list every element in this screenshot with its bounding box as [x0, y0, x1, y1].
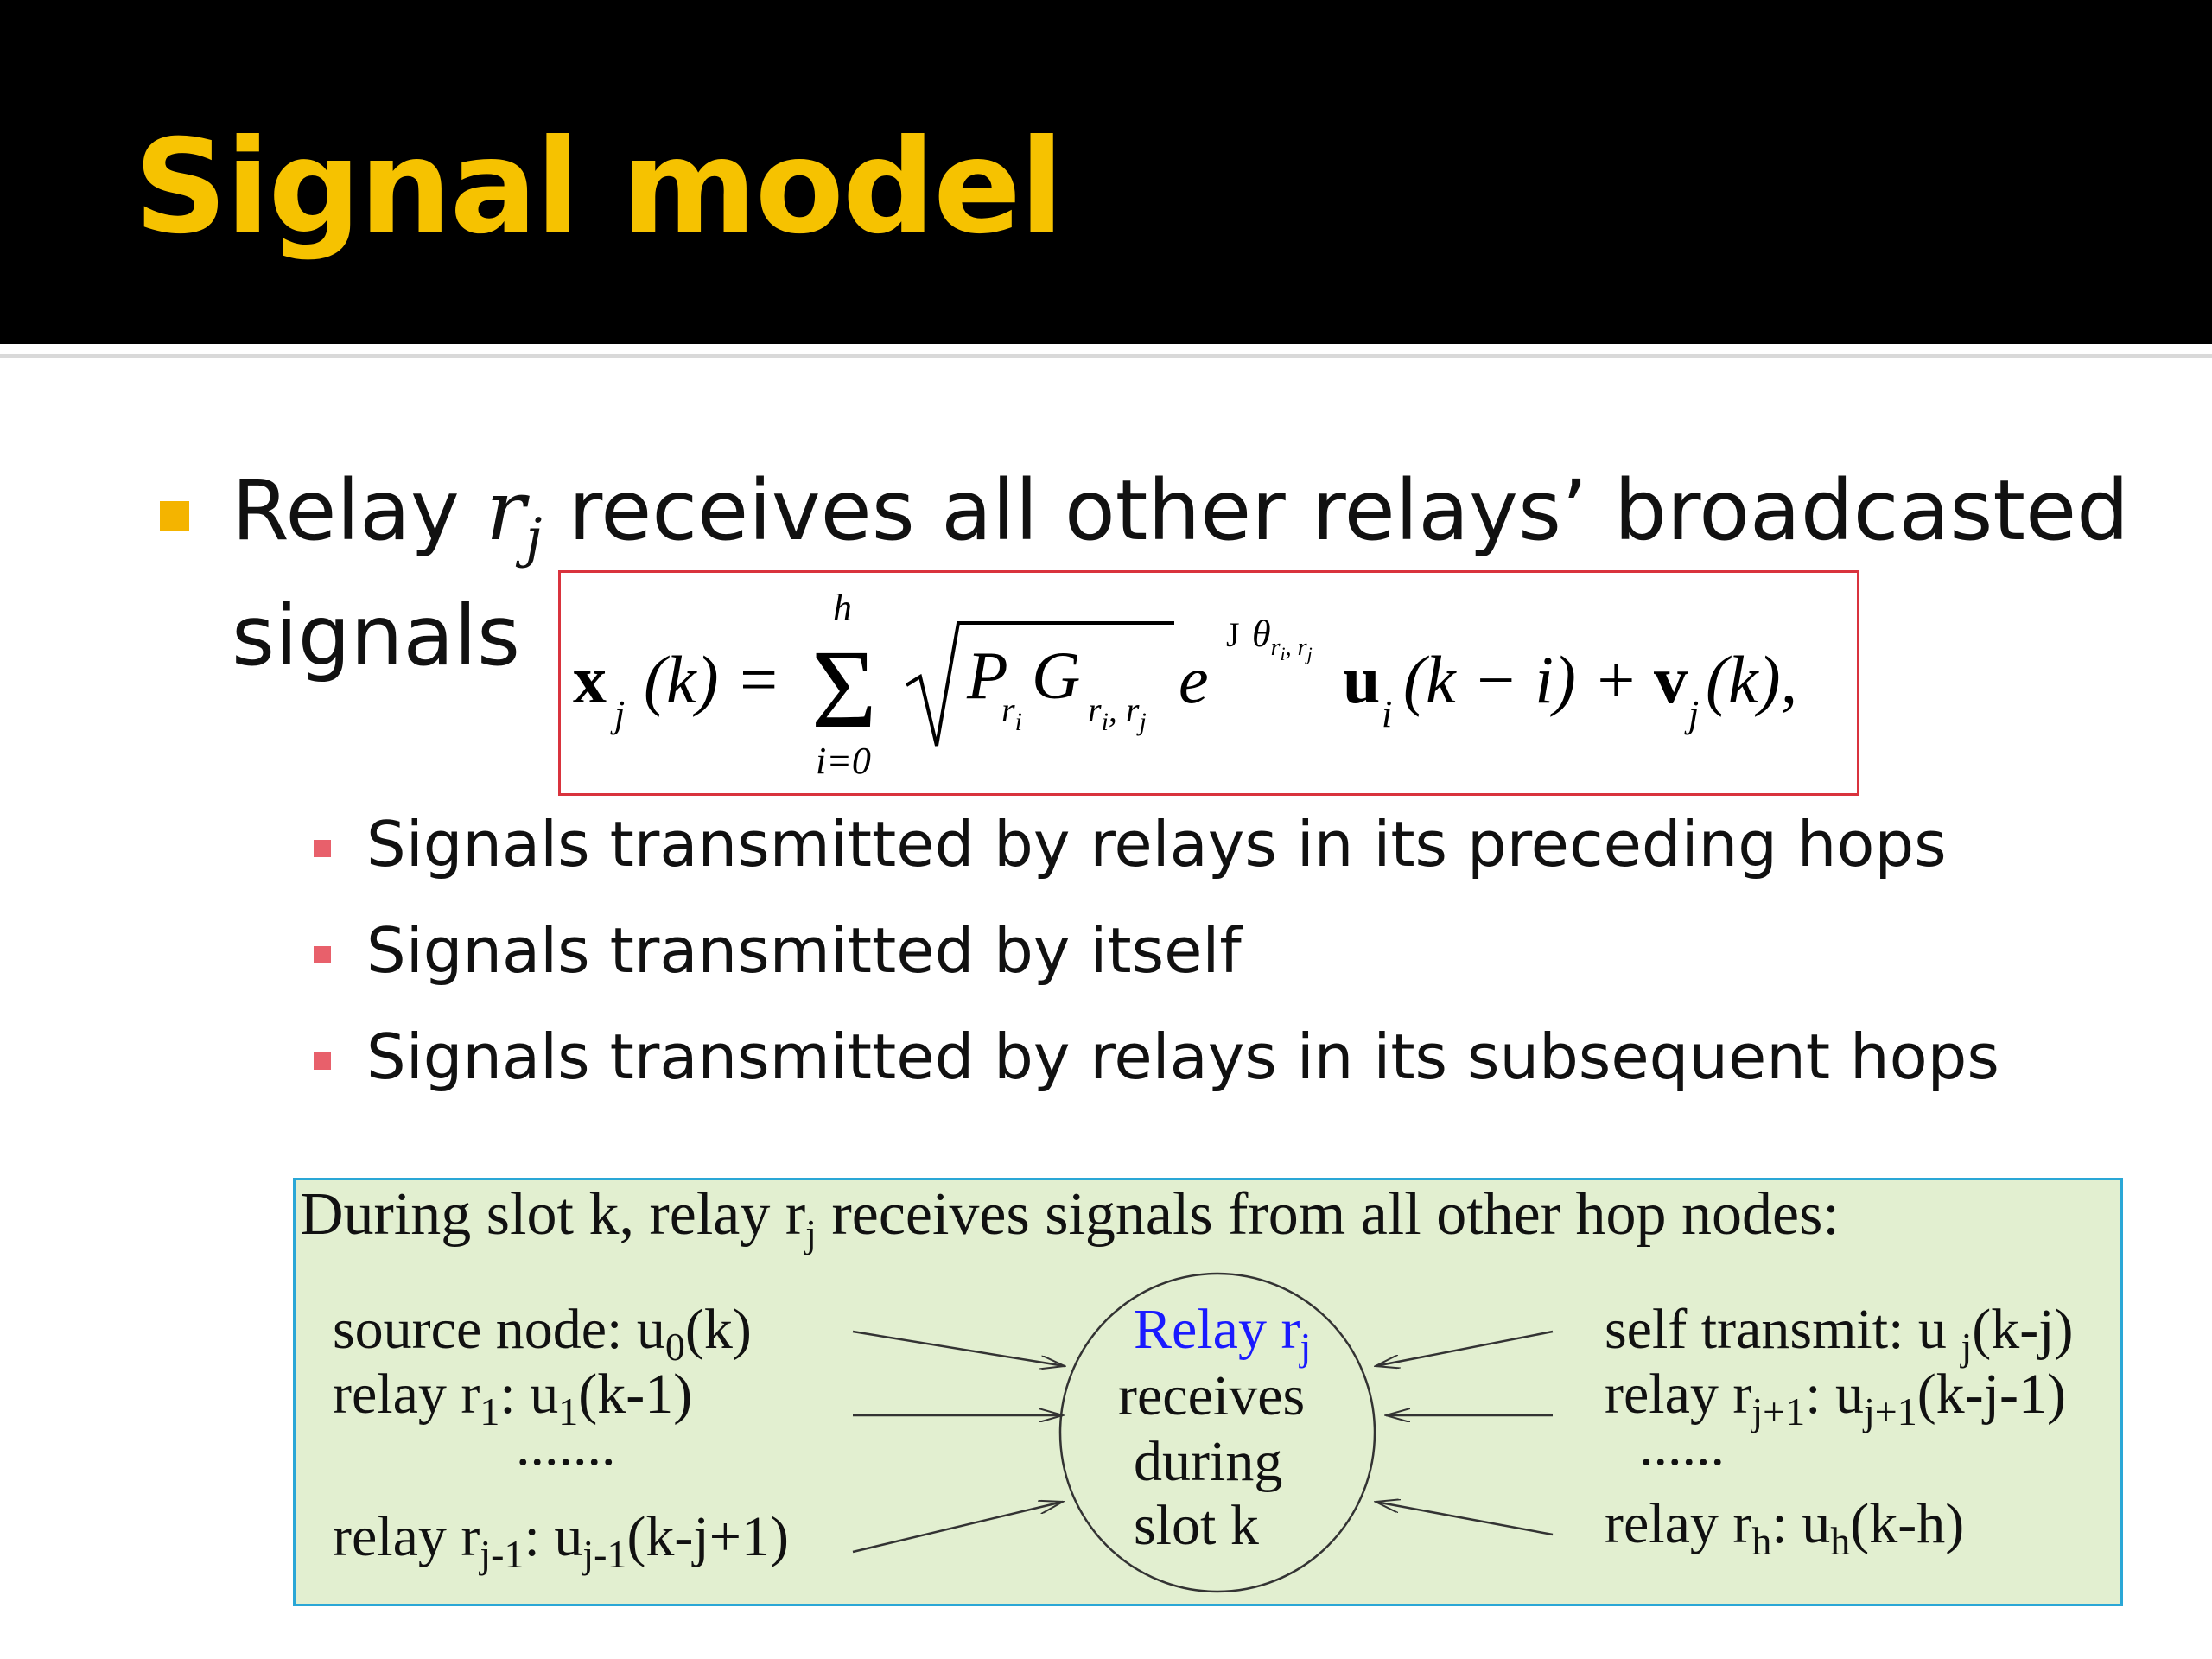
r4-pre: relay r	[1605, 1492, 1752, 1555]
r2-sub2: j+1	[1863, 1389, 1917, 1434]
l4-sub1: j-1	[480, 1532, 524, 1577]
eq-P: P	[966, 638, 1008, 713]
relay-pre: Relay r	[1134, 1298, 1300, 1361]
r4-sub1: h	[1751, 1519, 1772, 1564]
header-sub: j	[805, 1211, 817, 1255]
right-relay-j1: relay rj+1: uj+1(k-j-1)	[1605, 1362, 2066, 1434]
l2-sub2: 1	[558, 1389, 579, 1434]
eq-v: v	[1654, 642, 1688, 717]
diagram-box: During slot k, relay rj receives signals…	[293, 1178, 2123, 1606]
right-relay-h: relay rh: uh(k-h)	[1605, 1491, 1964, 1564]
arrow-left-3	[852, 1502, 1063, 1554]
r4-post: (k-h)	[1850, 1492, 1965, 1555]
r1-post: (k-j)	[1972, 1298, 2074, 1361]
eq-theta: θri, rj	[1252, 613, 1313, 664]
right-dots: ......	[1639, 1414, 1725, 1478]
diagram-header: During slot k, relay rj receives signals…	[300, 1180, 1840, 1256]
bullet-prefix: Relay	[232, 462, 486, 559]
relay-symbol-r: r	[486, 462, 526, 559]
eq-k-arg: (k) =	[644, 642, 781, 717]
center-during: during	[1134, 1430, 1283, 1493]
l2-mid: : u	[499, 1363, 559, 1426]
bullet-suffix: receives all other relays’ broadcasted	[542, 462, 2130, 559]
title-bar	[0, 0, 2212, 344]
r4-sub2: h	[1830, 1519, 1851, 1564]
eq-x-sub: j	[610, 693, 625, 735]
left-relay-j-1: relay rj-1: uj-1(k-j+1)	[333, 1504, 789, 1577]
r2-post: (k-j-1)	[1916, 1363, 2066, 1426]
r1-pre: self transmit: u	[1605, 1298, 1961, 1361]
eq-v-sub: j	[1684, 693, 1699, 735]
l4-pre: relay r	[333, 1505, 480, 1568]
eq-sigma: Σ	[811, 627, 877, 752]
eq-ki: (k − i) +	[1403, 642, 1638, 717]
relay-symbol-j: j	[525, 506, 543, 570]
arrow-left-1	[852, 1330, 1065, 1366]
header-post: receives signals from all other hop node…	[816, 1181, 1840, 1248]
r2-sub1: j+1	[1751, 1389, 1806, 1434]
eq-P-sub: ri	[1001, 690, 1022, 736]
relay-symbol: rj	[486, 462, 542, 569]
sub-bullet-marker-2	[314, 946, 331, 963]
main-bullet-line2: signals	[232, 588, 520, 684]
l1-post: (k)	[684, 1298, 752, 1361]
equation-box: x j (k) = h Σ i=0 P ri G ri, rj e J θri,…	[558, 570, 1859, 796]
slide-title: Signal model	[134, 112, 1064, 263]
sub-bullet-marker-3	[314, 1052, 331, 1070]
bullet-marker	[160, 501, 189, 531]
main-bullet-line1: Relay rj receives all other relays’ broa…	[232, 462, 2129, 569]
right-self-transmit: self transmit: u j(k-j)	[1605, 1297, 2074, 1370]
eq-J: J	[1226, 615, 1240, 654]
l2-post: (k-1)	[578, 1363, 693, 1426]
equation-svg: x j (k) = h Σ i=0 P ri G ri, rj e J θri,…	[573, 587, 1797, 782]
arrow-right-1	[1376, 1330, 1554, 1366]
r4-mid: : u	[1771, 1492, 1831, 1555]
l1-sub: 0	[664, 1325, 685, 1370]
sub-bullet-marker-1	[314, 840, 331, 857]
sub-bullet-2: Signals transmitted by itself	[366, 914, 1242, 987]
eq-G: G	[1032, 638, 1080, 713]
eq-u: u	[1343, 642, 1380, 717]
eq-kend: (k),	[1706, 642, 1797, 717]
eq-e: e	[1179, 642, 1209, 717]
header-pre: During slot k, relay r	[300, 1181, 806, 1248]
relay-sub: j	[1300, 1325, 1312, 1370]
center-relay-label: Relay rj	[1134, 1297, 1311, 1370]
r2-mid: : u	[1805, 1363, 1864, 1426]
center-receives: receives	[1118, 1364, 1306, 1427]
l4-mid: : u	[524, 1505, 583, 1568]
left-source-node: source node: u0(k)	[333, 1297, 752, 1370]
eq-sum-upper: h	[833, 587, 852, 629]
relay-circle	[1058, 1272, 1376, 1593]
sub-bullet-1: Signals transmitted by relays in its pre…	[366, 808, 1947, 880]
l2-pre: relay r	[333, 1363, 480, 1426]
diagram-arrows-svg	[852, 1272, 1554, 1593]
r1-sub: j	[1961, 1325, 1973, 1370]
r2-pre: relay r	[1605, 1363, 1752, 1426]
eq-G-sub: ri, rj	[1088, 690, 1147, 736]
sub-bullet-3: Signals transmitted by relays in its sub…	[366, 1020, 1999, 1093]
l1-pre: source node: u	[333, 1298, 665, 1361]
left-dots: .......	[516, 1414, 616, 1478]
sqrt-sign	[905, 621, 1174, 747]
arrow-right-3	[1376, 1502, 1554, 1536]
l4-post: (k-j+1)	[626, 1505, 789, 1568]
left-relay-1: relay r1: u1(k-1)	[333, 1362, 692, 1434]
eq-x: x	[573, 642, 607, 717]
center-slot-k: slot k	[1134, 1494, 1259, 1557]
eq-u-sub: i	[1382, 693, 1392, 735]
l2-sub1: 1	[480, 1389, 500, 1434]
l4-sub2: j-1	[582, 1532, 627, 1577]
title-divider	[0, 354, 2212, 358]
eq-sum-lower: i=0	[816, 740, 871, 782]
